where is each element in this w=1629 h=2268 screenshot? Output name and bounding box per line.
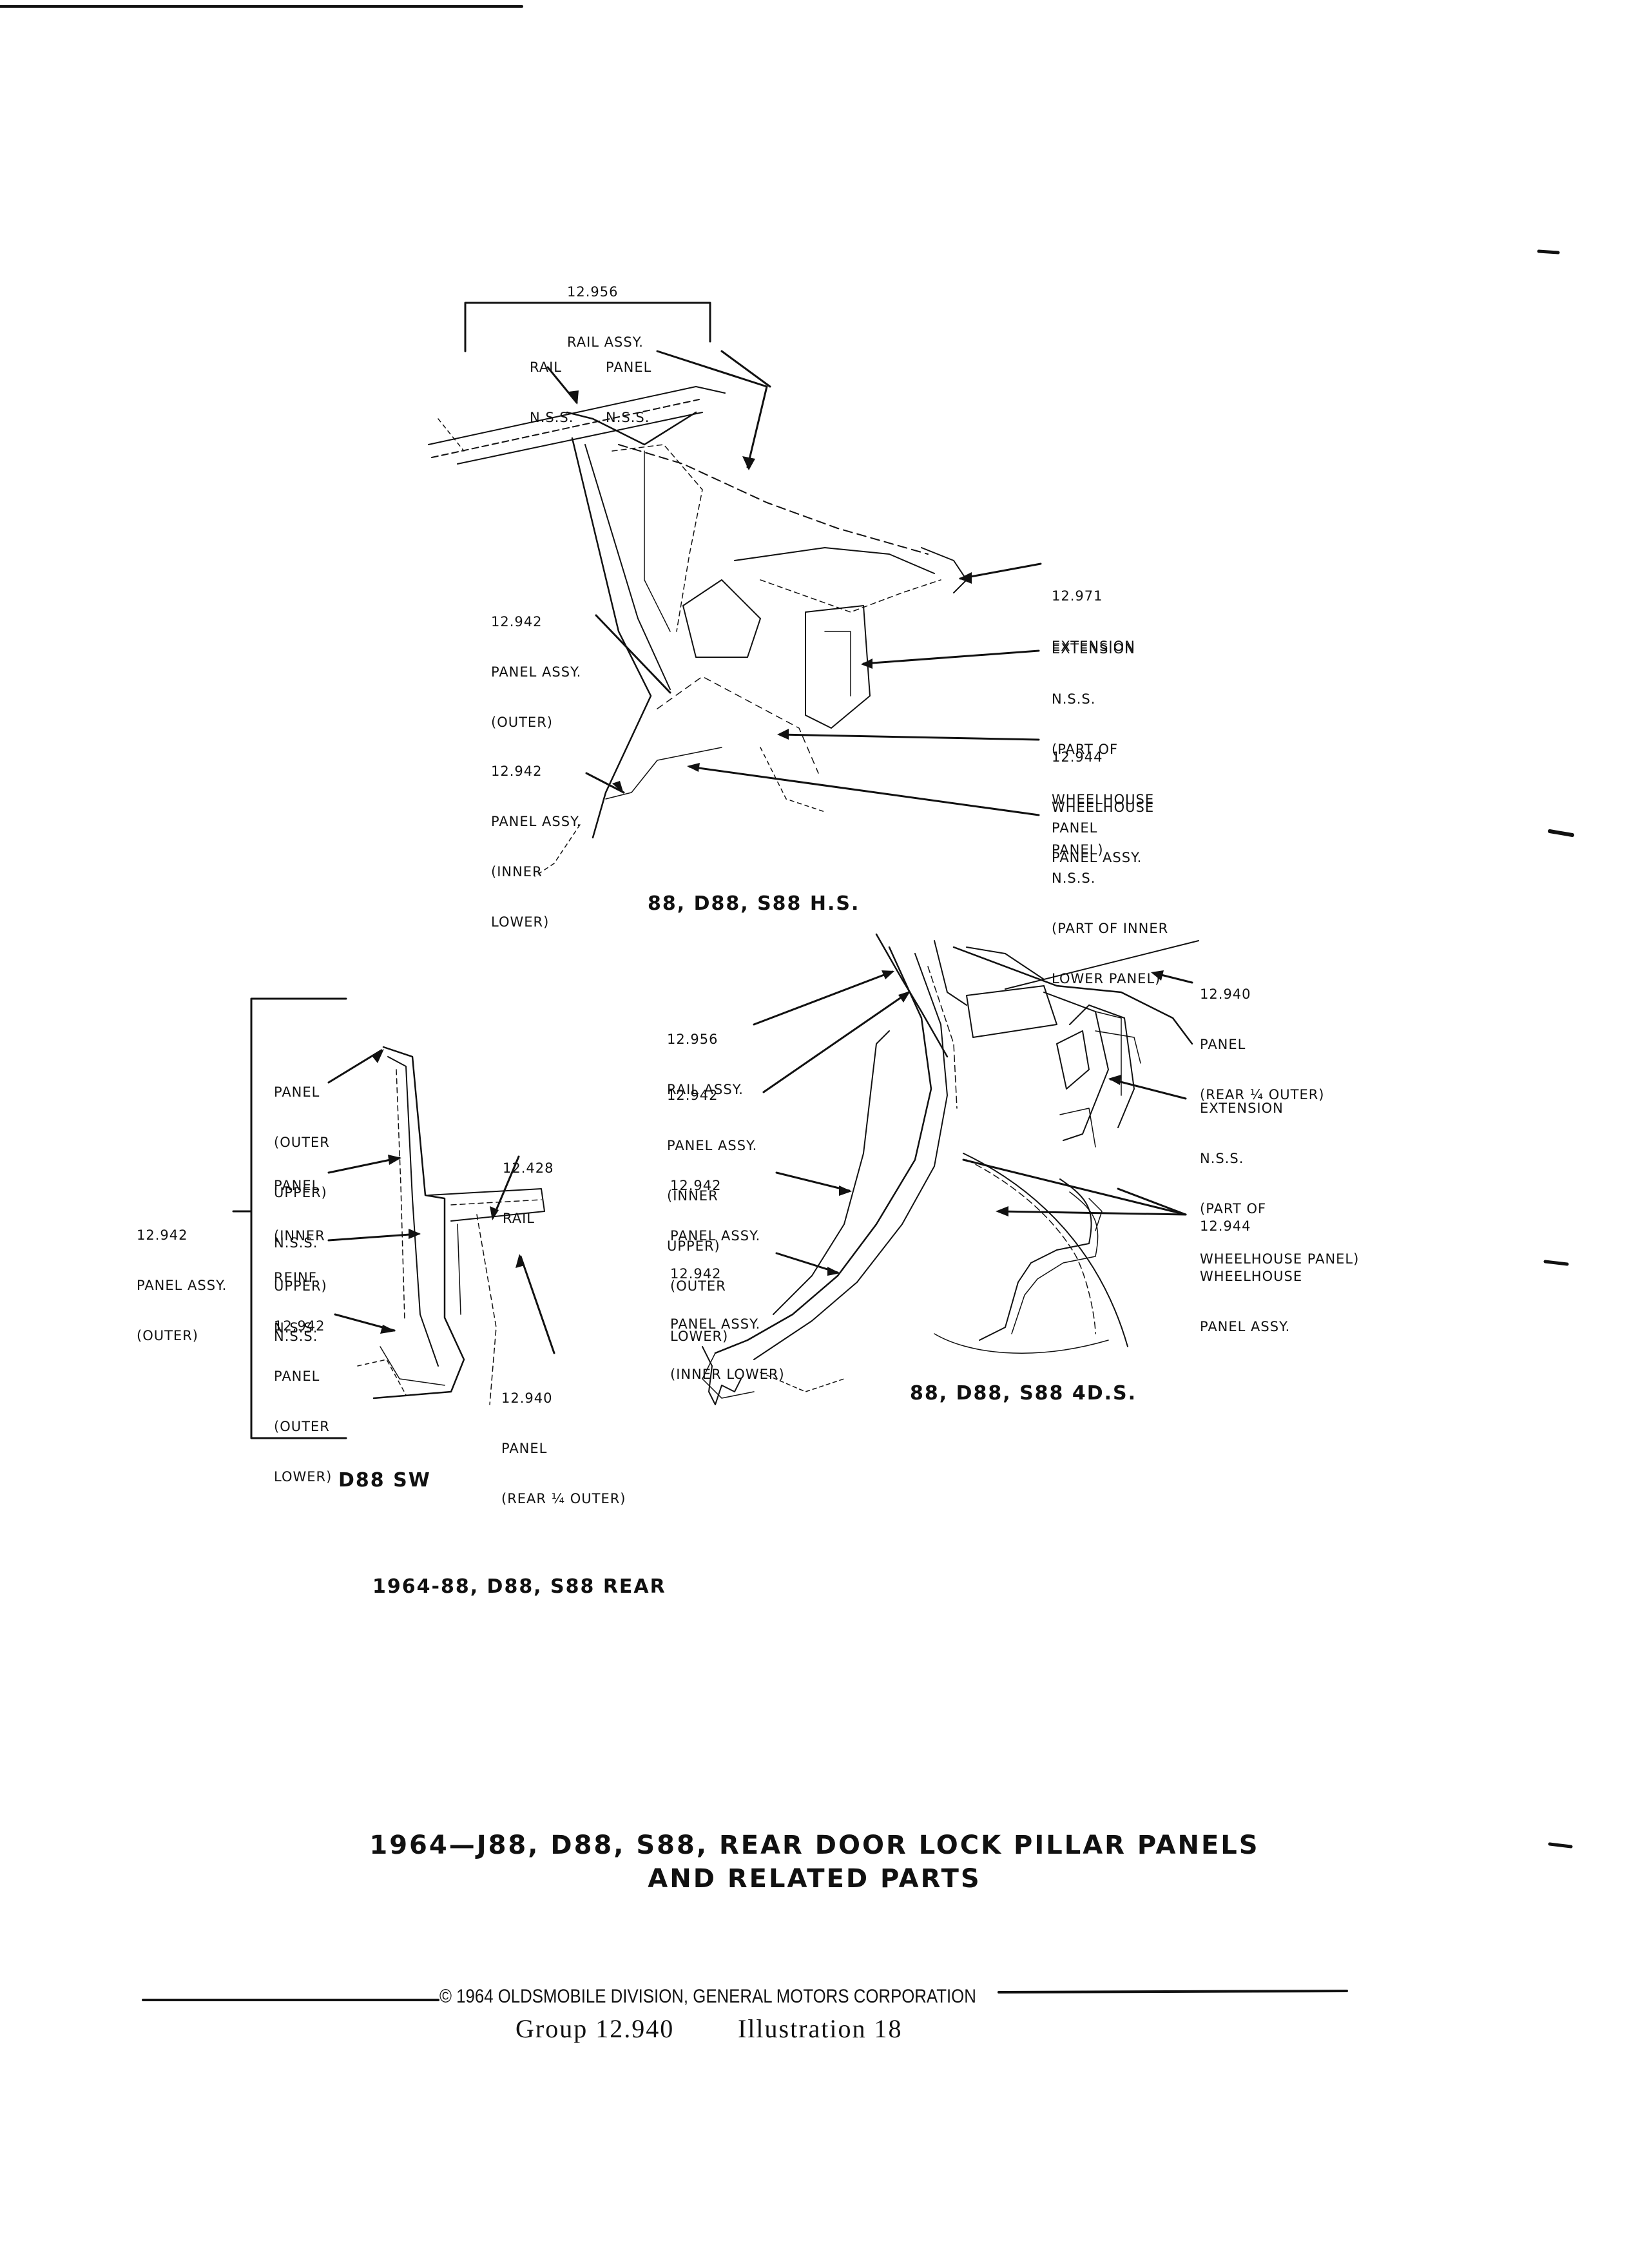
4ds-drawing: [702, 933, 1199, 1405]
rail-assy-bracket: [464, 302, 711, 352]
page-title: 1964—J88, D88, S88, REAR DOOR LOCK PILLA…: [369, 1831, 1260, 1894]
label-panel-inner-lower-4ds: 12.942 PANEL ASSY. (INNER LOWER): [670, 1266, 785, 1382]
label-panel-inner-lower-hs: 12.942 PANEL ASSY. (INNER LOWER): [491, 764, 582, 930]
label-extension-12971: 12.971 EXTENSION: [1052, 588, 1135, 654]
label-rail-assy-4ds: 12.956 RAIL ASSY.: [667, 1032, 744, 1097]
group-number: Group 12.940: [516, 2014, 675, 2043]
label-panel-rear-quarter-sw: 12.940 PANEL (REAR ¼ OUTER): [501, 1390, 626, 1506]
label-rail-nss: RAIL N.S.S.: [530, 360, 574, 425]
label-reinf-sw: REINF. N.S.S.: [274, 1270, 320, 1336]
caption-4ds: 88, D88, S88 4D.S.: [910, 1382, 1137, 1405]
edge-mark: [1548, 829, 1574, 837]
page-subtitle: 1964-88, D88, S88 REAR: [372, 1575, 666, 1598]
copyright-line: © 1964 OLDSMOBILE DIVISION, GENERAL MOTO…: [439, 1986, 976, 2007]
label-panel-rear-quarter-4ds: 12.940 PANEL (REAR ¼ OUTER): [1200, 986, 1325, 1102]
edge-mark: [1548, 1842, 1573, 1849]
hs-drawing: [428, 302, 1042, 877]
label-panel-outer-lower-4ds: 12.942 PANEL ASSY. (OUTER LOWER): [670, 1178, 761, 1344]
label-extension-nss-4ds: EXTENSION N.S.S. (PART OF WHEELHOUSE PAN…: [1200, 1100, 1360, 1267]
caption-hs: 88, D88, S88 H.S.: [648, 892, 860, 915]
illustration-number: Illustration 18: [738, 2014, 903, 2043]
label-extension-nss-hs: EXTENSION N.S.S. (PART OF WHEELHOUSE PAN…: [1052, 641, 1155, 858]
caption-sw: D88 SW: [338, 1469, 431, 1492]
sw-drawing: [232, 997, 555, 1439]
label-wheelhouse-hs: 12.944 WHEELHOUSE PANEL ASSY.: [1052, 749, 1155, 865]
label-panel-assy-outer-sw: 12.942 PANEL ASSY. (OUTER): [137, 1227, 227, 1343]
label-panel-nss-top: PANEL N.S.S.: [606, 360, 652, 425]
footer-rule-right: [998, 1990, 1348, 1994]
label-panel-nss-inner-lower: PANEL N.S.S. (PART OF INNER LOWER PANEL): [1052, 820, 1169, 986]
label-panel-inner-upper-4ds: 12.942 PANEL ASSY. (INNER UPPER): [667, 1088, 758, 1254]
label-panel-inner-upper-sw: PANEL (INNER UPPER) N.S.S.: [274, 1178, 327, 1344]
sw-bracket: [250, 997, 347, 1439]
label-rail-assy-hs: 12.956 RAIL ASSY.: [567, 284, 644, 350]
edge-mark: [1543, 1260, 1569, 1266]
label-panel-outer-lower-sw: 12.942 PANEL (OUTER LOWER): [274, 1318, 333, 1485]
label-panel-outer-upper-sw: PANEL (OUTER UPPER) N.S.S.: [274, 1084, 330, 1251]
label-panel-assy-outer-hs: 12.942 PANEL ASSY. (OUTER): [491, 614, 582, 730]
label-rail-12428: 12.428 RAIL: [503, 1160, 554, 1226]
label-wheelhouse-4ds: 12.944 WHEELHOUSE PANEL ASSY.: [1200, 1218, 1303, 1334]
edge-mark: [1537, 249, 1560, 255]
